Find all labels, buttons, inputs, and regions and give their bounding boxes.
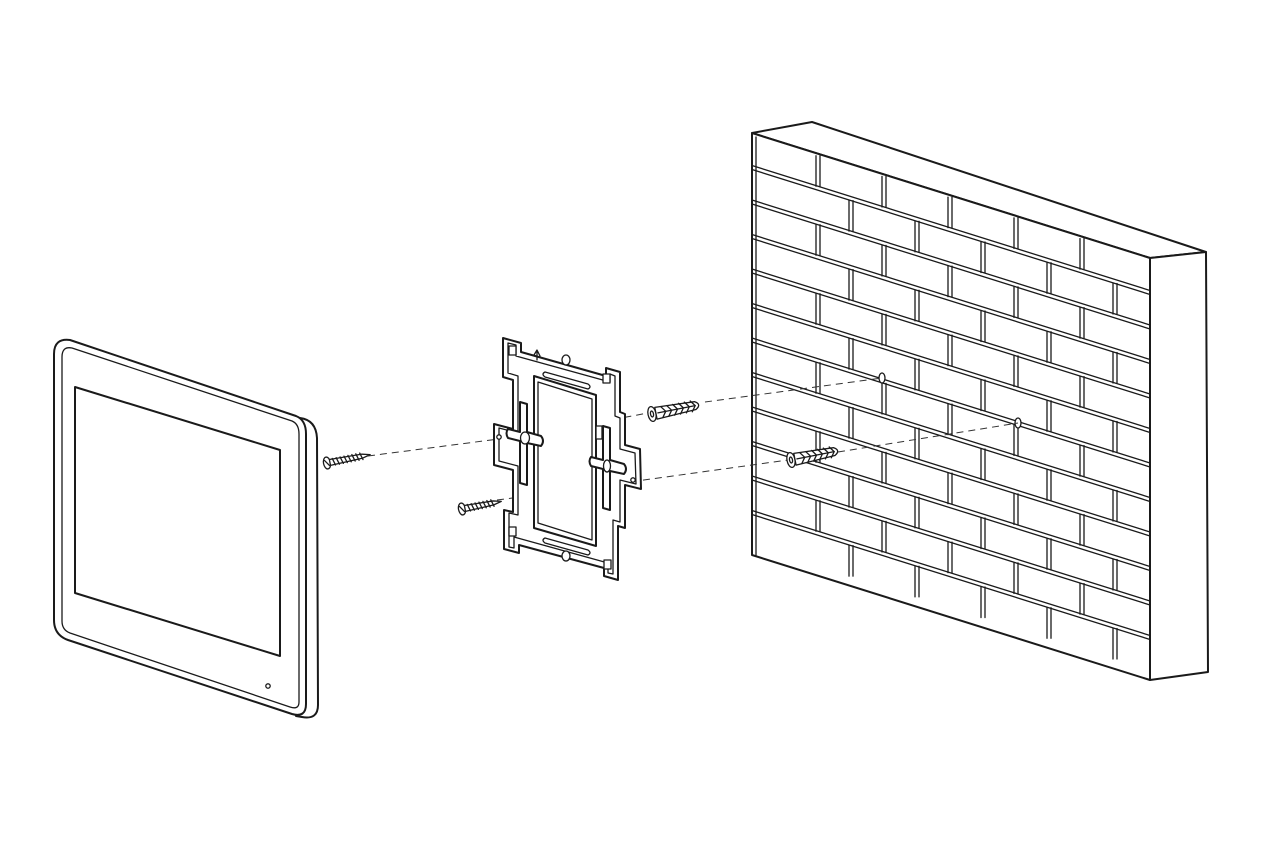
guide-line-lower-anchor xyxy=(837,422,1019,453)
screw-thread xyxy=(486,499,491,508)
monitor-bezel xyxy=(61,347,300,709)
anchor-split-line xyxy=(657,404,696,414)
screw-thread xyxy=(343,455,348,464)
screw-icon xyxy=(322,452,371,470)
screw-thread xyxy=(474,502,480,511)
screw-thread xyxy=(335,457,341,465)
screw-thread xyxy=(351,453,356,462)
brick-mortar-line xyxy=(751,375,1151,503)
brick-mortar-line xyxy=(751,406,1151,533)
wall-anchor-icon xyxy=(647,400,700,423)
up-arrow-icon xyxy=(533,349,541,361)
screw-thread xyxy=(490,499,495,507)
bracket-inner-edge xyxy=(498,342,637,575)
brick-mortar-line xyxy=(751,337,1151,464)
screw-thread xyxy=(478,501,483,510)
anchor-split-line xyxy=(796,450,835,460)
bracket-center-opening xyxy=(533,375,597,547)
bracket-side-hole-right xyxy=(630,477,636,483)
guide-line-lower-screw xyxy=(496,496,521,501)
bracket-tab-slot-tr xyxy=(602,373,611,384)
brick-mortar-line xyxy=(751,513,1151,641)
bracket-slot-top xyxy=(542,371,591,390)
indoor-monitor-icon xyxy=(53,338,319,719)
bracket-hole-left xyxy=(519,431,531,445)
brick-mortar-line xyxy=(751,168,1151,296)
screw-thread xyxy=(359,452,364,461)
brick-mortar-line xyxy=(751,306,1151,434)
bracket-clip-tab xyxy=(595,425,603,440)
screw-thread xyxy=(355,453,360,461)
bracket-hole-top xyxy=(561,354,571,366)
brick-mortar-line xyxy=(751,475,1151,602)
screw-thread xyxy=(331,457,337,466)
brick-pattern xyxy=(751,136,1151,660)
screw-thread xyxy=(482,500,487,509)
guide-line-upper-anchor xyxy=(704,377,883,403)
guide-line-upper-screw xyxy=(367,436,515,457)
power-led-icon xyxy=(265,683,271,689)
drill-hole-upper xyxy=(878,372,886,384)
screw-thread xyxy=(347,454,352,463)
wall-anchor-icon xyxy=(786,446,839,469)
brick-mortar-line xyxy=(751,444,1151,572)
brick-wall-icon xyxy=(751,121,1209,681)
wall-side-face xyxy=(1149,251,1209,681)
bracket-hole-bottom xyxy=(561,550,571,562)
bracket-slot-bottom xyxy=(542,537,591,556)
screw-icon xyxy=(457,499,502,516)
bracket-tab-slot-bl xyxy=(508,526,517,537)
brick-mortar-line xyxy=(751,199,1151,326)
screw-thread xyxy=(466,503,472,512)
bracket-tab-slot-br xyxy=(603,559,612,570)
brick-mortar-line xyxy=(751,237,1151,365)
screw-thread xyxy=(470,503,476,511)
screw-thread xyxy=(339,456,345,465)
bracket-tab-slot-tl xyxy=(508,345,517,356)
bracket-side-hole-left xyxy=(496,434,502,440)
mounting-bracket-icon xyxy=(493,337,642,581)
bracket-hole-right xyxy=(602,459,612,473)
monitor-screen xyxy=(74,386,281,657)
brick-mortar-line xyxy=(751,268,1151,395)
